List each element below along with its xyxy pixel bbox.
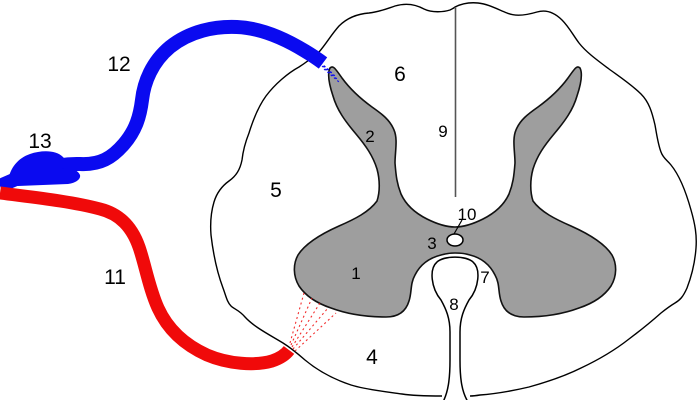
dorsal-root-fiber (0, 19, 328, 193)
label-7: 7 (480, 268, 489, 287)
anterior-median-fissure (431, 256, 479, 400)
label-3: 3 (427, 234, 436, 253)
label-11: 11 (104, 266, 126, 289)
label-9: 9 (438, 122, 447, 141)
number-labels: 1 2 3 4 5 6 7 8 9 10 11 12 13 (28, 53, 489, 369)
label-5: 5 (270, 179, 282, 202)
spinal-ganglion (8, 151, 81, 186)
central-canal (446, 233, 464, 247)
label-4: 4 (366, 346, 378, 369)
label-6: 6 (394, 63, 406, 86)
ventral-rootlets-dotted-lines (289, 292, 337, 352)
label-12: 12 (107, 53, 130, 76)
label-8: 8 (449, 295, 458, 314)
gray-matter (293, 66, 617, 318)
label-1: 1 (351, 264, 360, 283)
label-13: 13 (28, 130, 51, 153)
central-canal-leader-line (453, 219, 463, 235)
ventral-root-fiber (0, 186, 295, 371)
label-10: 10 (458, 205, 477, 224)
label-2: 2 (365, 127, 374, 146)
